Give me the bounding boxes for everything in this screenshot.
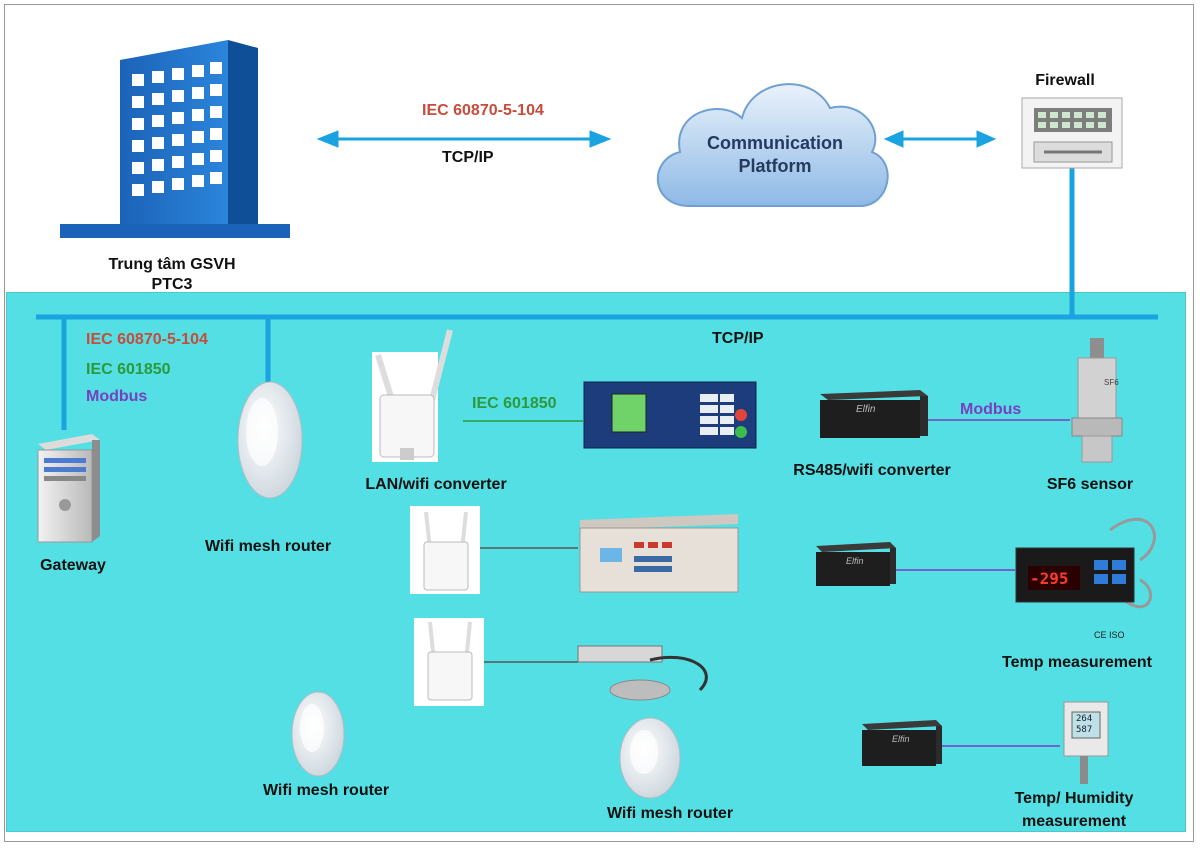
temp-display-value: -295 [1030, 569, 1069, 588]
lan-bus [36, 168, 1158, 430]
arrow-center-to-cloud [316, 130, 612, 148]
router-icon-2 [291, 691, 345, 777]
modbus-link-label: Modbus [960, 401, 1022, 418]
firewall-icon [1021, 97, 1123, 169]
converter-icon [820, 390, 928, 438]
wifi-router-label-3: Wifi mesh router [606, 805, 734, 822]
relay-icon-2 [579, 514, 739, 593]
server-icon [37, 434, 100, 543]
wifi-extender-icon-2 [410, 506, 480, 594]
lan-wifi-converter-label: LAN/wifi converter [365, 476, 507, 493]
converter-icon-2 [816, 542, 896, 586]
svg-text:SF6: SF6 [1104, 378, 1119, 387]
gateway-label: Gateway [40, 557, 106, 574]
sf6-sensor-icon: SF6 [1071, 338, 1123, 463]
diagram-frame [4, 4, 1194, 842]
router-icon-3 [619, 717, 681, 799]
rs485-converter-label: RS485/wifi converter [793, 462, 951, 479]
converter-brand-1: Elfin [856, 404, 876, 415]
firewall-label: Firewall [1035, 72, 1095, 89]
wifi-extender-icon-3 [414, 618, 484, 706]
cloud-label-line1: Communication [706, 133, 843, 153]
wifi-router-label-1: Wifi mesh router [204, 538, 332, 555]
temp-humidity-label-2: measurement [1021, 813, 1127, 830]
thermometer-controller-icon: CE ISO [1015, 517, 1156, 640]
humidity-display-1: 264 [1076, 714, 1093, 724]
building-icon [60, 40, 290, 238]
tcpip-top: TCP/IP [442, 149, 494, 166]
protocol-iec104: IEC 60870-5-104 [86, 331, 208, 348]
converter-brand-2: Elfin [846, 556, 864, 566]
center-label-line1: Trung tâm GSVH [108, 256, 236, 273]
svg-text:CE ISO: CE ISO [1094, 630, 1125, 640]
temp-measurement-label: Temp measurement [1002, 654, 1152, 671]
wifi-extender-icon [372, 329, 453, 462]
tcpip-bus-label: TCP/IP [712, 330, 764, 347]
relay-icon [583, 381, 757, 449]
iec61850-link-label: IEC 601850 [472, 395, 557, 412]
clamp-meter-icon [577, 645, 708, 701]
cloud-icon [656, 83, 889, 207]
protocol-iec61850: IEC 601850 [86, 361, 171, 378]
humidity-sensor-icon [1063, 701, 1109, 784]
center-label-line2: PTC3 [151, 276, 193, 293]
protocol-iec104-top: IEC 60870-5-104 [422, 102, 544, 119]
wifi-router-label-2: Wifi mesh router [262, 782, 390, 799]
protocol-modbus: Modbus [86, 388, 148, 405]
sf6-sensor-label: SF6 sensor [1046, 476, 1134, 493]
humidity-display-2: 587 [1076, 725, 1093, 735]
cloud-label-line2: Platform [738, 156, 812, 176]
converter-brand-3: Elfin [892, 734, 910, 744]
arrow-cloud-to-firewall [883, 130, 997, 148]
converter-icon-3 [862, 720, 942, 766]
device-links [463, 419, 1070, 747]
router-icon [237, 381, 303, 499]
temp-humidity-label-1: Temp/ Humidity [1014, 790, 1134, 807]
